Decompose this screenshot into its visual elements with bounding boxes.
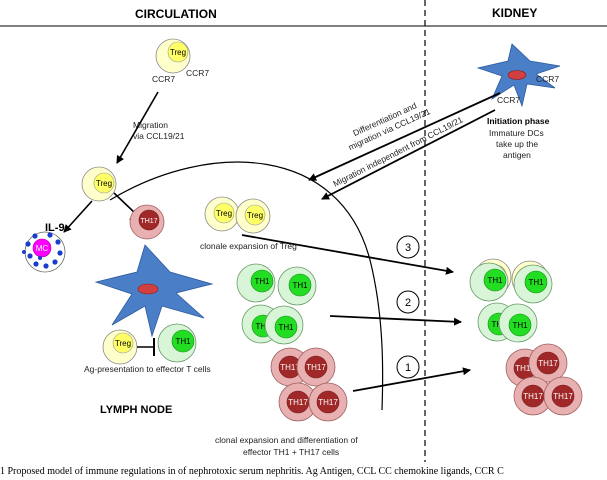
inhibition-treg-th1 [137, 338, 155, 356]
mast-cell: MC [22, 231, 66, 273]
migration-arrow [116, 91, 159, 164]
treg-expansion-cluster: Treg Treg [204, 196, 271, 234]
th1-label: TH1 [175, 337, 191, 346]
th17-label: TH17 [288, 398, 308, 407]
th17-label: TH17 [280, 363, 300, 372]
th1-label: TH1 [254, 277, 270, 286]
arrow-step-2 [329, 315, 462, 326]
treg-label: Treg [96, 179, 112, 188]
lymph-node-boundary [109, 161, 384, 411]
ccr7-label-left: CCR7 [152, 74, 175, 84]
th17-label: TH17 [553, 392, 573, 401]
arrow-step-1 [352, 367, 471, 392]
th1-expansion-cluster: TH1 TH1 TH1 TH1 [236, 263, 317, 345]
ccr7-label-dc-bottom: CCR7 [497, 95, 520, 105]
th17-label: TH17 [515, 364, 535, 373]
th1-label: TH1 [278, 323, 294, 332]
th1-label: TH1 [528, 278, 544, 287]
dendritic-cell-lymph-node [94, 244, 214, 338]
clonal-expansion-effector-line2: effector TH1 + TH17 cells [243, 447, 339, 457]
ag-presentation-th1-cell: TH1 [157, 323, 197, 363]
th17-label: TH17 [140, 218, 157, 225]
th1-label: TH1 [292, 281, 308, 290]
treg-label: Treg [216, 209, 232, 218]
th1-label: TH1 [512, 321, 528, 330]
circulation-header: CIRCULATION [135, 7, 217, 21]
migration-label-line1: Migration [133, 120, 168, 130]
initiation-line2: take up the [496, 139, 538, 149]
arrow-dc-differentiation [308, 92, 501, 181]
ccr7-label-dc-right: CCR7 [536, 74, 559, 84]
treg-label: Treg [247, 211, 263, 220]
th17-label: TH17 [318, 398, 338, 407]
svg-text:2: 2 [405, 297, 411, 309]
treg-label: Treg [170, 48, 186, 57]
arrow-dc-migration-independent [321, 109, 496, 200]
step-3-marker: 3 [396, 235, 420, 259]
dendritic-cell-kidney [476, 43, 561, 108]
lymph-node-treg-cell: Treg [81, 166, 117, 202]
lymph-node-header: LYMPH NODE [100, 404, 172, 416]
figure-caption: 1 Proposed model of immune regulations i… [0, 466, 504, 477]
lymph-node-th17-cell: TH17 [129, 204, 165, 240]
initiation-line3: antigen [503, 150, 531, 160]
ccr7-label-right: CCR7 [186, 68, 209, 78]
kidney-th17-cluster: TH17 TH17 TH17 TH17 [505, 343, 583, 416]
step-2-marker: 2 [396, 290, 420, 314]
th17-label: TH17 [523, 392, 543, 401]
clonal-expansion-treg-label: clonale expansion of Treg [200, 241, 297, 251]
kidney-header: KIDNEY [492, 6, 537, 20]
clonal-expansion-effector-line1: clonal expansion and differentiation of [215, 435, 358, 445]
arrow-step-3 [241, 234, 454, 275]
ag-presentation-treg-cell: Treg [102, 329, 138, 365]
svg-text:3: 3 [405, 242, 411, 254]
ag-presentation-label: Ag-presentation to effector T cells [84, 364, 211, 374]
treg-label: Treg [115, 339, 131, 348]
kidney-th1-cluster: TH1 TH1 TH1 TH1 [469, 262, 553, 343]
initiation-line1: Immature DCs [489, 128, 544, 138]
migration-label-line2: via CCL19/21 [133, 131, 185, 141]
th1-label: TH1 [487, 276, 503, 285]
th17-label: TH17 [538, 359, 558, 368]
th17-label: TH17 [306, 363, 326, 372]
initiation-phase-title: Initiation phase [487, 116, 550, 126]
th17-expansion-cluster: TH17 TH17 TH17 TH17 [270, 347, 348, 422]
th1-label: TH1 [255, 322, 271, 331]
svg-text:1: 1 [405, 362, 411, 374]
il9-label: IL-9 [45, 222, 65, 234]
step-1-marker: 1 [396, 355, 420, 379]
il9-arrow [63, 200, 93, 233]
circulating-treg-cell: Treg [155, 38, 191, 74]
mc-label: MC [36, 244, 49, 253]
